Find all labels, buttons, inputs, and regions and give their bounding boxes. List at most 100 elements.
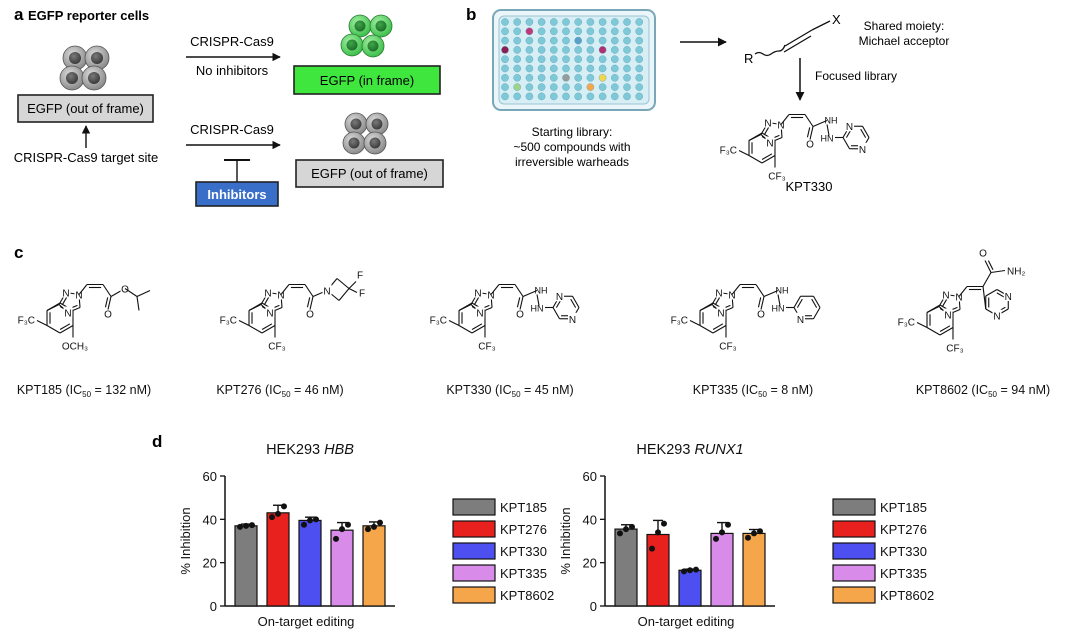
plate-well [598, 55, 607, 64]
legend-label: KPT185 [880, 500, 927, 515]
bond [738, 150, 750, 156]
legend-swatch [832, 520, 876, 538]
y-tick-label: 40 [203, 512, 217, 527]
bond [248, 304, 262, 311]
bond [748, 155, 763, 164]
top-arrow-sublabel: No inhibitors [196, 63, 269, 78]
oxygen-label: O [306, 310, 314, 321]
plate-well [513, 74, 522, 82]
bond [780, 114, 790, 125]
atom-bg [473, 286, 483, 298]
bar-KPT8602 [362, 525, 386, 607]
bond [458, 325, 473, 334]
nh-label: NH [535, 286, 548, 296]
legend-swatch [452, 586, 496, 604]
bond [458, 304, 472, 311]
plate-well [525, 36, 534, 45]
plate-wells [501, 18, 644, 101]
bond [471, 323, 483, 330]
plate-well [537, 74, 546, 82]
bond [136, 296, 140, 311]
moiety-line-1: Shared moiety: [864, 19, 945, 33]
plate-well [586, 74, 595, 82]
data-point [725, 521, 731, 528]
inhibitors-box [195, 181, 279, 207]
bond [471, 325, 486, 334]
library-line-2: ~500 compounds with [513, 140, 630, 154]
x-axis-label: On-target editing [638, 614, 735, 629]
plate-well [562, 55, 570, 64]
bond [306, 297, 311, 308]
plate-well [501, 83, 509, 91]
data-point [333, 535, 339, 542]
plate-well [525, 55, 534, 64]
legend-swatch [452, 520, 496, 538]
atom-bg [763, 116, 773, 128]
pyrazine-n: N [556, 292, 563, 303]
data-point [623, 526, 629, 533]
plate-well [574, 36, 583, 45]
cell-cluster-left [59, 45, 110, 91]
plate-well [537, 27, 546, 36]
plate-well [611, 55, 619, 64]
bond [348, 288, 358, 293]
bond [338, 288, 350, 301]
box-egfp-in-frame [293, 65, 441, 95]
plate-well [537, 46, 546, 54]
legend-label: KPT335 [880, 566, 927, 581]
plate-well [550, 27, 558, 36]
triazole-n: N [487, 291, 494, 302]
triazole-n: N [64, 309, 71, 320]
focused-library-label: Focused library [815, 69, 897, 83]
triazole-n: N [764, 119, 771, 130]
hn-label: HN [531, 304, 544, 314]
legend-swatch [452, 542, 496, 560]
data-point [745, 534, 751, 541]
plate-well [550, 46, 558, 54]
cf3-label: F₃C [898, 318, 915, 329]
plate-well [525, 64, 534, 73]
bond [304, 284, 314, 297]
triazole-n: N [474, 289, 481, 300]
plate-well [598, 46, 607, 54]
plate-well [611, 36, 619, 45]
cf3-label: F₃C [671, 316, 688, 327]
triazole-n: N [728, 291, 735, 302]
plate-well [623, 55, 631, 64]
plate-well [635, 55, 644, 64]
pyrazine-n: N [846, 122, 853, 133]
box-egfp-out-right [295, 159, 444, 188]
plate-well [623, 18, 631, 26]
michael-acceptor-structure: R X [744, 12, 841, 66]
bond [248, 325, 263, 334]
triazole-n: N [476, 309, 483, 320]
hn-label: HN [821, 134, 834, 144]
bond [78, 284, 88, 295]
data-point [281, 503, 287, 510]
ester-o: O [121, 285, 129, 296]
plate-well [574, 46, 583, 54]
legend-label: KPT8602 [880, 588, 934, 603]
data-point [713, 535, 719, 542]
ic50-label: KPT335 (IC50 = 8 nM) [693, 383, 813, 399]
sub-label: OCH₃ [62, 342, 88, 353]
plate-well [635, 36, 644, 45]
bond [238, 320, 250, 326]
bond [982, 272, 992, 287]
data-point [751, 530, 757, 537]
atom-bg [714, 286, 724, 298]
panel-a: a EGFP reporter cells EGFP (out of frame… [14, 5, 444, 207]
bond [958, 286, 968, 297]
panel-d-letter: d [152, 432, 162, 451]
atom-bg [845, 120, 855, 132]
atom-bg [992, 309, 1002, 321]
bond [348, 281, 357, 289]
bond [796, 298, 803, 308]
bar-KPT330 [678, 569, 702, 607]
atom-bg [475, 306, 485, 318]
compound-labels: KPT185 (IC50 = 132 nM)KPT276 (IC50 = 46 … [17, 383, 1050, 399]
plate-well [586, 92, 595, 101]
oxygen-label: O [516, 310, 524, 321]
